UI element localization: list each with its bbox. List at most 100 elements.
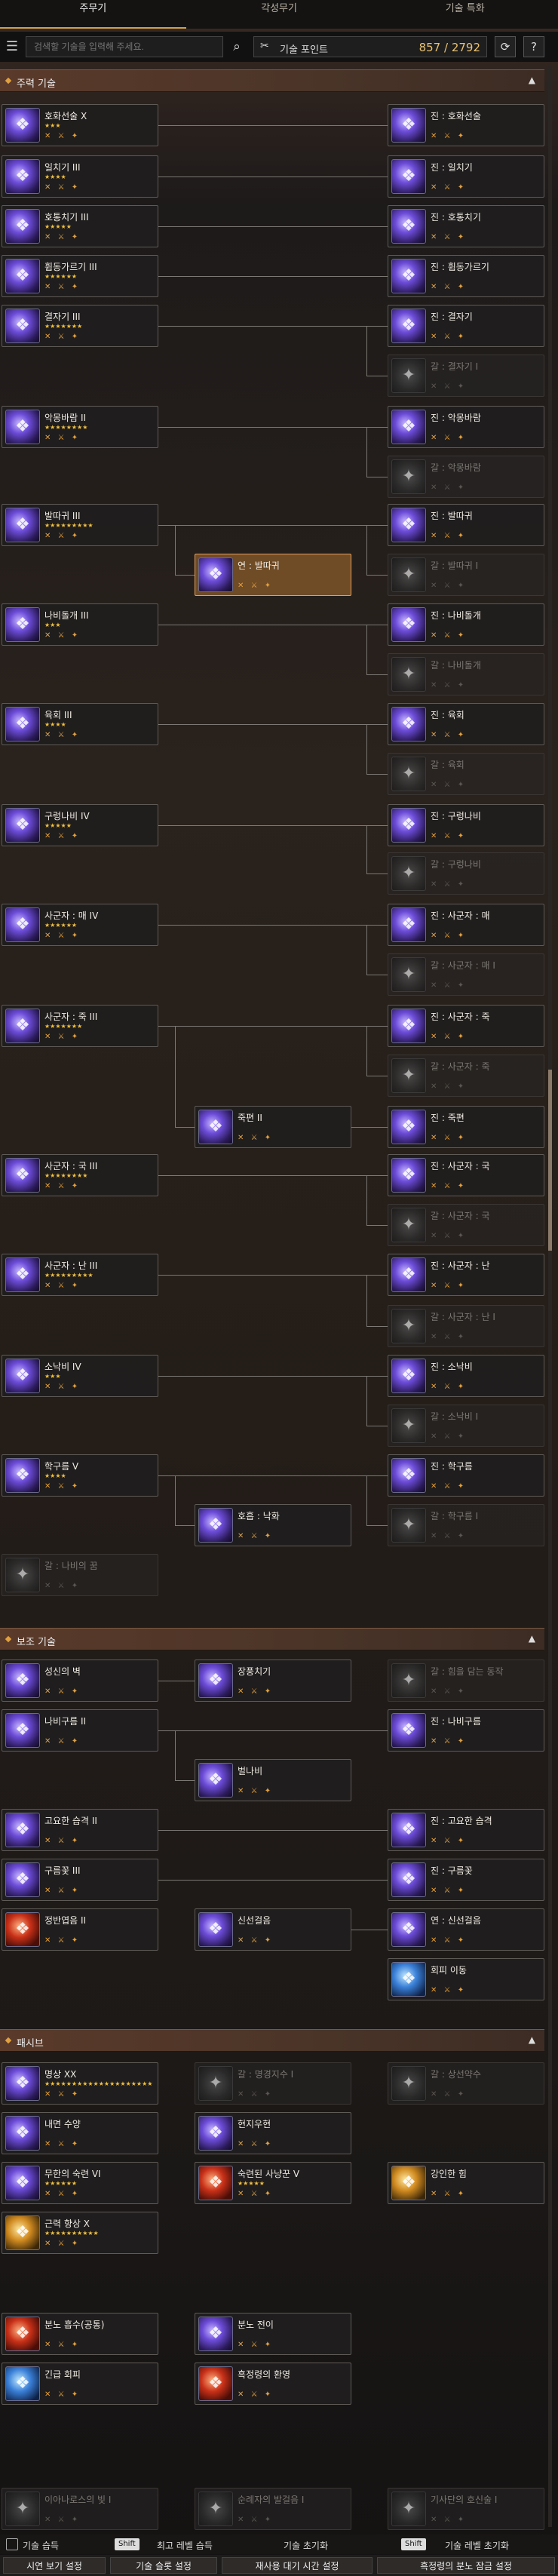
skill-card[interactable]: ✦갈 : 악몽바람✕ ⚔ ✦ [388,456,544,498]
skill-card[interactable]: ✦이아나로스의 빛 I✕ ⚔ ✦ [2,2488,158,2530]
skill-card[interactable]: ❖진 : 휩동가르기✕ ⚔ ✦ [388,255,544,297]
skill-card[interactable]: ❖진 : 사군자 : 죽✕ ⚔ ✦ [388,1005,544,1047]
skill-card[interactable]: ❖호통치기 III★★★★★✕ ⚔ ✦ [2,205,158,247]
skill-card[interactable]: ❖일치기 III★★★★✕ ⚔ ✦ [2,155,158,198]
tab-awakening-weapon[interactable]: 각성무기 [261,3,297,14]
menu-icon[interactable]: ☰ [5,38,19,54]
cooldown-button[interactable]: 재사용 대기 시간 설정 [222,2557,373,2574]
skill-card[interactable]: ❖회피 이동✕ ⚔ ✦ [388,1958,544,2000]
skill-card[interactable]: ✦갈 : 나비돌개✕ ⚔ ✦ [388,653,544,695]
skill-card[interactable]: ✦갈 : 소낙비 I✕ ⚔ ✦ [388,1405,544,1447]
skill-card[interactable]: ❖내면 수양✕ ⚔ ✦ [2,2112,158,2154]
refresh-button[interactable]: ⟳ [495,36,516,57]
tab-skill-specialization[interactable]: 기술 특화 [445,3,485,14]
skill-card[interactable]: ❖학구름 V★★★★✕ ⚔ ✦ [2,1454,158,1497]
reset-level-label[interactable]: 기술 레벨 초기화 [445,2541,509,2551]
section-support-skills[interactable]: 보조 기술 ▲ [0,1628,544,1650]
skill-card[interactable]: ❖벌나비✕ ⚔ ✦ [195,1759,351,1801]
skill-card[interactable]: ✦갈 : 육회✕ ⚔ ✦ [388,753,544,795]
learn-label[interactable]: 기술 습득 [23,2541,59,2551]
skill-card[interactable]: ❖나비구름 II✕ ⚔ ✦ [2,1709,158,1752]
skill-card[interactable]: ✦갈 : 사군자 : 매 I✕ ⚔ ✦ [388,953,544,996]
tab-main-weapon[interactable]: 주무기 [0,0,186,29]
skill-card[interactable]: ❖호화선술 X★★★✕ ⚔ ✦ [2,104,158,146]
skill-card[interactable]: ❖현지우현✕ ⚔ ✦ [195,2112,351,2154]
skill-card[interactable]: ❖사군자 : 난 III★★★★★★★★★✕ ⚔ ✦ [2,1254,158,1296]
collapse-icon[interactable]: ▲ [528,1633,535,1644]
skill-card[interactable]: ❖진 : 나비돌개✕ ⚔ ✦ [388,603,544,646]
checkbox-icon[interactable] [6,2538,18,2550]
skill-card[interactable]: ✦갈 : 나비의 꿈✕ ⚔ ✦ [2,1554,158,1596]
skill-card[interactable]: ✦갈 : 발따귀 I✕ ⚔ ✦ [388,554,544,596]
skill-card[interactable]: ❖진 : 악몽바람✕ ⚔ ✦ [388,406,544,448]
search-icon[interactable]: ⌕ [233,39,241,54]
skill-card[interactable]: ✦기사단의 호신술 I✕ ⚔ ✦ [388,2488,544,2530]
skill-card[interactable]: ❖근력 향상 X★★★★★★★★★★✕ ⚔ ✦ [2,2212,158,2254]
skill-card[interactable]: ❖진 : 호화선술✕ ⚔ ✦ [388,104,544,146]
skill-card[interactable]: ❖진 : 사군자 : 난✕ ⚔ ✦ [388,1254,544,1296]
skill-card[interactable]: ✦갈 : 사군자 : 난 I✕ ⚔ ✦ [388,1305,544,1347]
skill-card[interactable]: ❖사군자 : 죽 III★★★★★★★✕ ⚔ ✦ [2,1005,158,1047]
skill-card[interactable]: ✦갈 : 결자기 I✕ ⚔ ✦ [388,355,544,397]
skill-card[interactable]: ❖진 : 소낙비✕ ⚔ ✦ [388,1355,544,1397]
skill-card[interactable]: ✦갈 : 명경지수 I✕ ⚔ ✦ [195,2062,351,2105]
skill-card[interactable]: ❖진 : 나비구름✕ ⚔ ✦ [388,1709,544,1752]
collapse-icon[interactable]: ▲ [528,2034,535,2045]
skill-card[interactable]: ✦갈 : 사군자 : 국✕ ⚔ ✦ [388,1204,544,1246]
skill-card[interactable]: ❖정반엽음 II✕ ⚔ ✦ [2,1908,158,1951]
section-passive-skills[interactable]: 패시브 ▲ [0,2029,544,2052]
skill-card[interactable]: ❖장풍치기✕ ⚔ ✦ [195,1660,351,1702]
skill-card[interactable]: ❖연 : 신선걸음✕ ⚔ ✦ [388,1908,544,1951]
skill-card[interactable]: ✦갈 : 상선약수✕ ⚔ ✦ [388,2062,544,2105]
collapse-icon[interactable]: ▲ [528,75,535,85]
skill-card[interactable]: ✦갈 : 사군자 : 죽✕ ⚔ ✦ [388,1055,544,1097]
demo-view-button[interactable]: 시연 보기 설정 [3,2557,106,2574]
skill-card[interactable]: ❖발따귀 III★★★★★★★★★✕ ⚔ ✦ [2,504,158,546]
skill-card[interactable]: ❖진 : 학구름✕ ⚔ ✦ [388,1454,544,1497]
skill-card[interactable]: ❖진 : 육회✕ ⚔ ✦ [388,703,544,745]
help-button[interactable]: ? [523,36,544,57]
skill-card[interactable]: ❖진 : 사군자 : 국✕ ⚔ ✦ [388,1154,544,1196]
skill-card[interactable]: ❖소낙비 IV★★★✕ ⚔ ✦ [2,1355,158,1397]
skill-card[interactable]: ❖악몽바람 II★★★★★★★★✕ ⚔ ✦ [2,406,158,448]
search-input[interactable] [26,36,223,57]
skill-card[interactable]: ❖구렁나비 IV★★★★★✕ ⚔ ✦ [2,804,158,846]
skill-card[interactable]: ❖명상 XX★★★★★★★★★★★★★★★★★★★★✕ ⚔ ✦ [2,2062,158,2105]
skill-card[interactable]: ❖긴급 회피✕ ⚔ ✦ [2,2363,158,2405]
reset-skill-label[interactable]: 기술 초기화 [284,2541,329,2551]
skill-card[interactable]: ❖사군자 : 국 III★★★★★★★★✕ ⚔ ✦ [2,1154,158,1196]
max-learn-label[interactable]: 최고 레벨 습득 [157,2541,213,2551]
skill-card[interactable]: ❖신선걸음✕ ⚔ ✦ [195,1908,351,1951]
skill-card[interactable]: ❖사군자 : 매 IV★★★★★★✕ ⚔ ✦ [2,904,158,946]
skill-card[interactable]: ❖휩동가르기 III★★★★★★✕ ⚔ ✦ [2,255,158,297]
skill-card[interactable]: ❖진 : 결자기✕ ⚔ ✦ [388,305,544,347]
skill-card[interactable]: ❖육회 III★★★★✕ ⚔ ✦ [2,703,158,745]
skill-card[interactable]: ❖무한의 숙련 VI★★★★★★✕ ⚔ ✦ [2,2162,158,2204]
scrollbar[interactable] [548,66,552,2527]
skill-card[interactable]: ❖진 : 발따귀✕ ⚔ ✦ [388,504,544,546]
skill-card[interactable]: ❖흑정령의 환영✕ ⚔ ✦ [195,2363,351,2405]
skill-card[interactable]: ❖숙련된 사냥꾼 V★★★★★✕ ⚔ ✦ [195,2162,351,2204]
skill-card[interactable]: ❖진 : 구렁나비✕ ⚔ ✦ [388,804,544,846]
skill-slot-button[interactable]: 기술 슬롯 설정 [110,2557,217,2574]
skill-card[interactable]: ❖진 : 죽편✕ ⚔ ✦ [388,1106,544,1148]
scrollbar-thumb[interactable] [548,1070,552,1251]
spirit-lock-button[interactable]: 흑정령의 분노 잠금 설정 [377,2557,555,2574]
skill-card[interactable]: ❖죽편 II✕ ⚔ ✦ [195,1106,351,1148]
skill-card[interactable]: ❖호흡 : 낙화✕ ⚔ ✦ [195,1504,351,1546]
section-main-skills[interactable]: 주력 기술 ▲ [0,69,544,92]
skill-card[interactable]: ✦갈 : 구렁나비✕ ⚔ ✦ [388,852,544,895]
skill-card[interactable]: ❖진 : 호통치기✕ ⚔ ✦ [388,205,544,247]
skill-card[interactable]: ❖강인한 힘✕ ⚔ ✦ [388,2162,544,2204]
skill-card[interactable]: ❖성신의 벽✕ ⚔ ✦ [2,1660,158,1702]
skill-card[interactable]: ✦갈 : 힘을 담는 동작✕ ⚔ ✦ [388,1660,544,1702]
skill-card[interactable]: ❖진 : 사군자 : 매✕ ⚔ ✦ [388,904,544,946]
skill-card[interactable]: ❖분노 흡수(공통)✕ ⚔ ✦ [2,2313,158,2355]
skill-card[interactable]: ✦갈 : 학구름 I✕ ⚔ ✦ [388,1504,544,1546]
skill-card[interactable]: ❖진 : 일치기✕ ⚔ ✦ [388,155,544,198]
skill-card[interactable]: ❖결자기 III★★★★★★★✕ ⚔ ✦ [2,305,158,347]
skill-card[interactable]: ❖구름꽃 III✕ ⚔ ✦ [2,1859,158,1901]
skill-card[interactable]: ❖고요한 습격 II✕ ⚔ ✦ [2,1809,158,1851]
skill-card[interactable]: ❖분노 전이✕ ⚔ ✦ [195,2313,351,2355]
skill-card[interactable]: ✦순례자의 발걸음 I✕ ⚔ ✦ [195,2488,351,2530]
